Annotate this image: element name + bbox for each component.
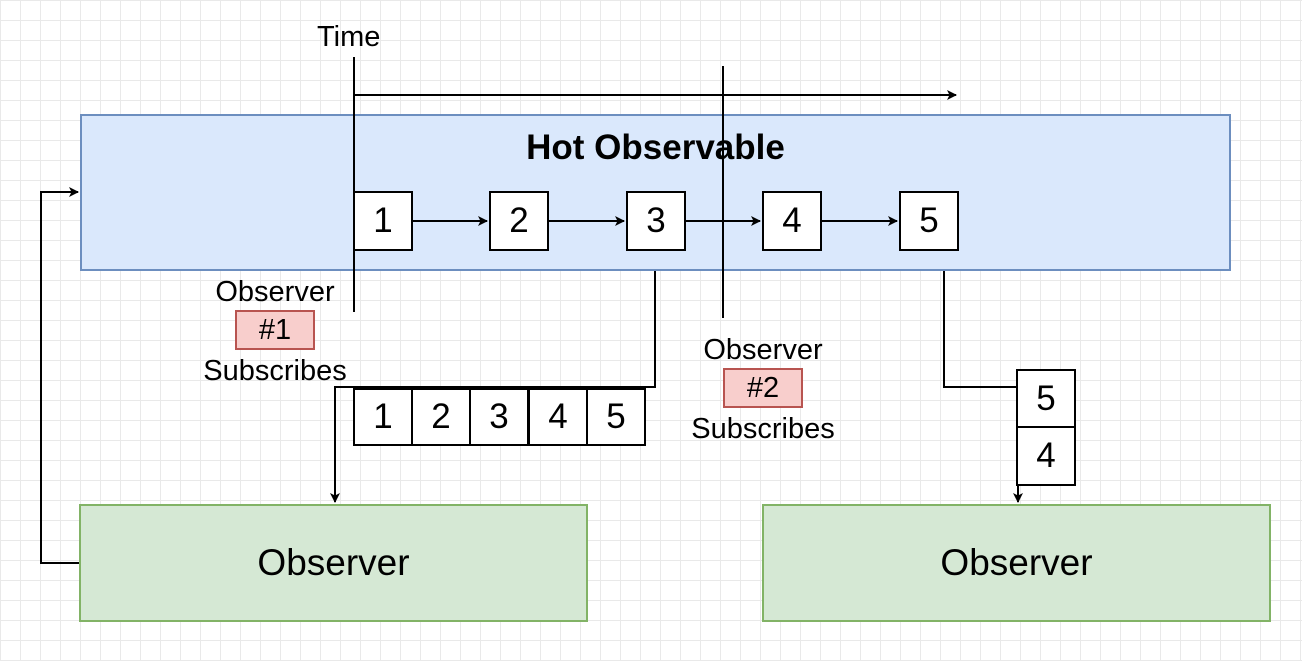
subscribe-1-action-label: Subscribes	[203, 355, 347, 387]
feedback-path	[40, 187, 79, 564]
hot-item-2: 2	[489, 191, 549, 251]
subscribe-2-tag: #2	[723, 368, 803, 408]
buffer-2-item-2: 4	[1016, 426, 1076, 486]
hot-item-1: 1	[353, 191, 413, 251]
subscribe-1-tag: #1	[235, 310, 315, 350]
buffer-1-item-2: 2	[411, 388, 471, 446]
subscribe-2-observer-label: Observer	[703, 334, 823, 366]
hot-observable-title: Hot Observable	[526, 128, 785, 167]
buffer-1-item-3: 3	[469, 388, 529, 446]
time-label: Time	[317, 21, 381, 53]
emit-path-2	[943, 271, 1016, 388]
buffer-2-item-1: 5	[1016, 369, 1076, 428]
observer-2: Observer	[762, 504, 1271, 622]
subscribe-2-action-label: Subscribes	[691, 413, 835, 445]
buffer-1-item-4: 4	[528, 388, 588, 446]
buffer-1-item-5: 5	[586, 388, 646, 446]
hot-item-5: 5	[899, 191, 959, 251]
observer-1: Observer	[79, 504, 588, 622]
emit-path-1	[330, 271, 656, 503]
subscribe-1-observer-label: Observer	[215, 276, 335, 308]
buffer-1-item-1: 1	[353, 388, 413, 446]
